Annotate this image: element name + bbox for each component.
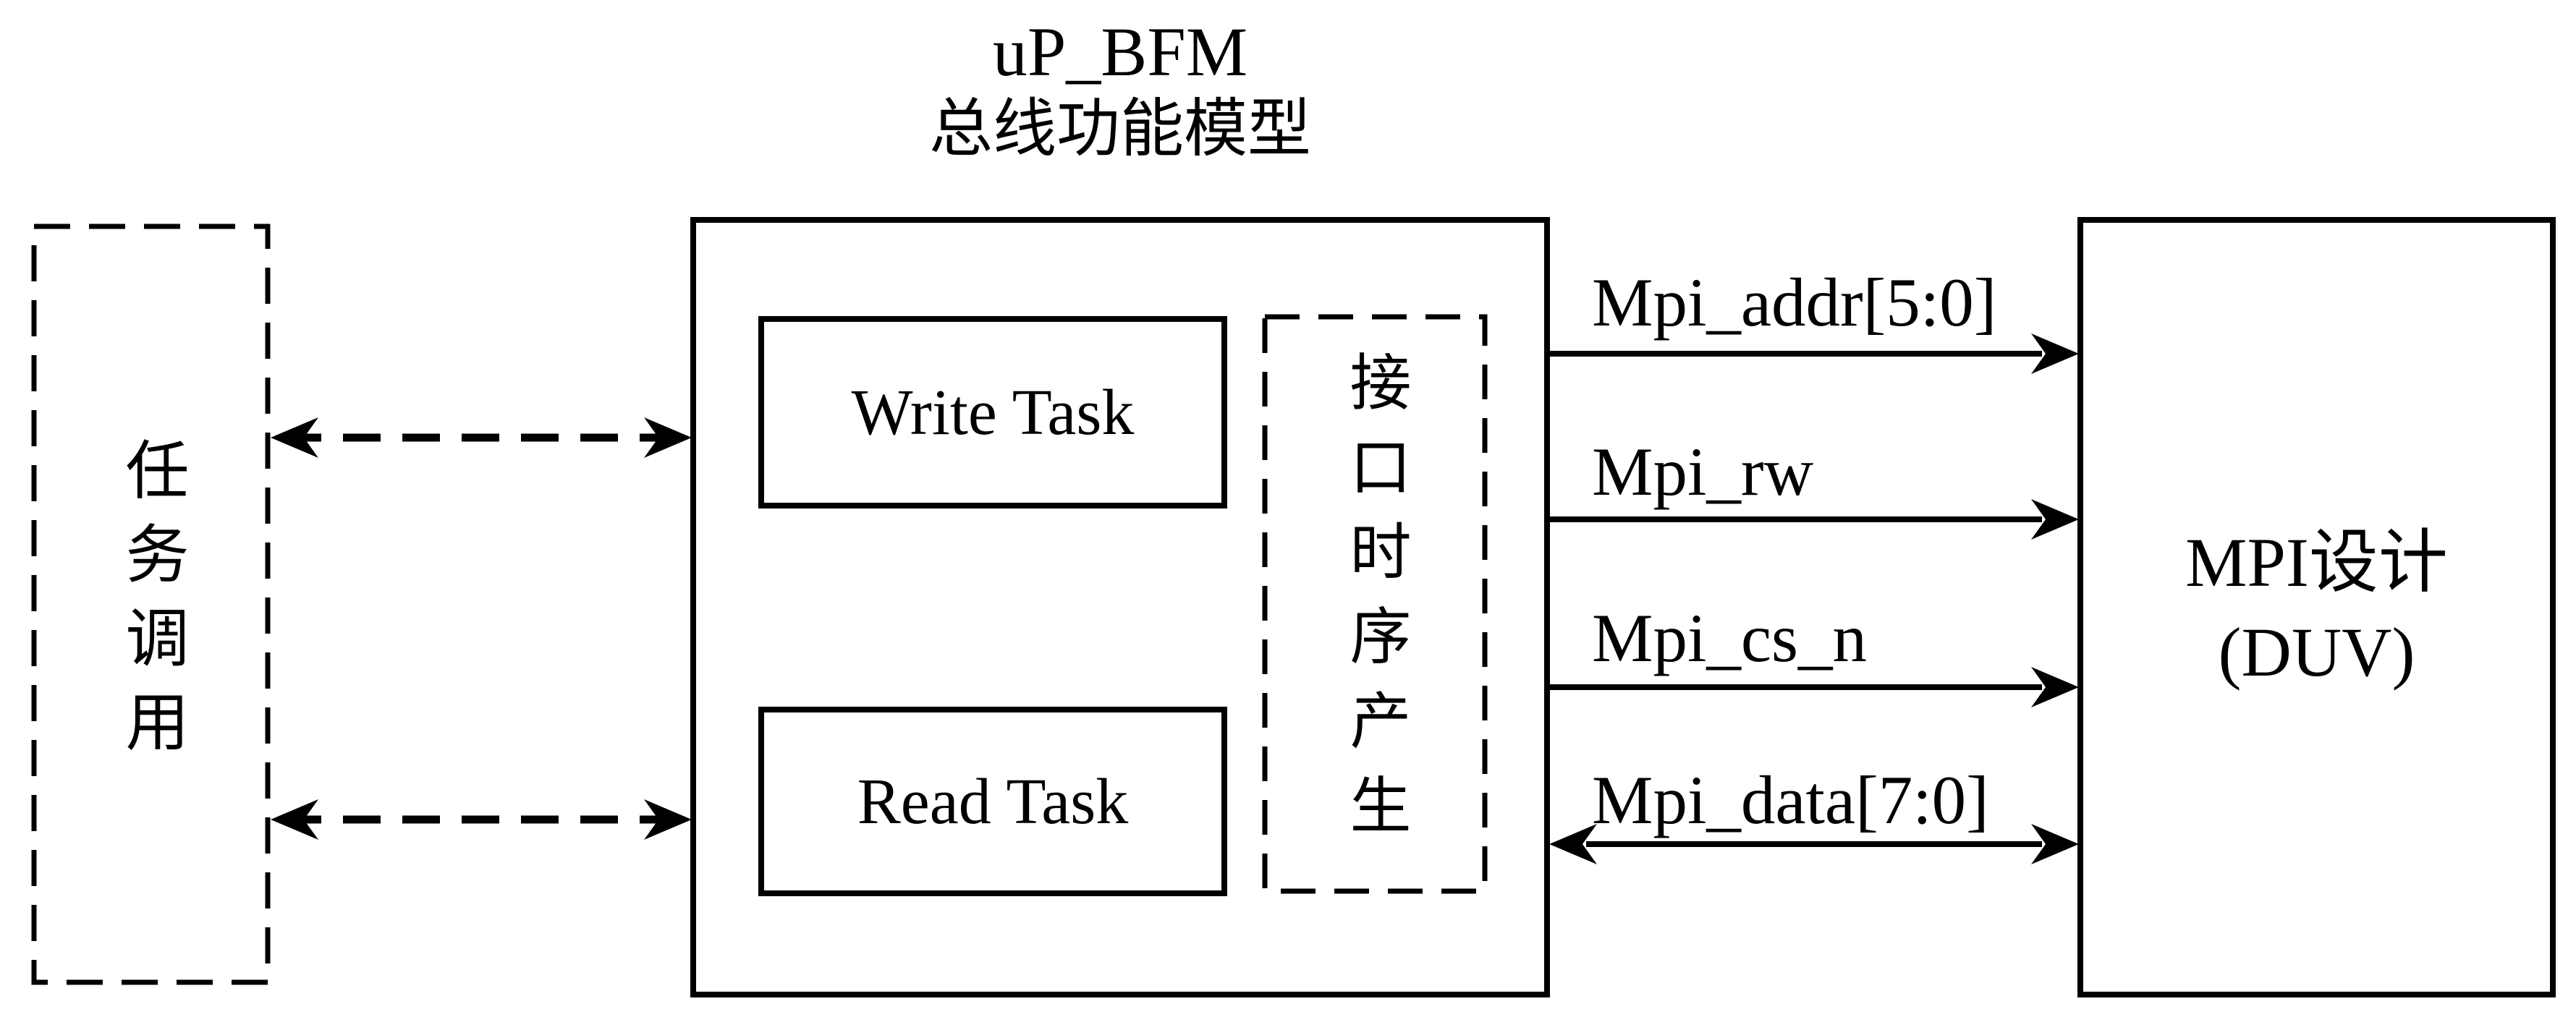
diagram-title: uP_BFM 总线功能模型 [693,12,1547,168]
signal-label-mpi-data: Mpi_data[7:0] [1592,762,1989,838]
task-call-box-outline [31,224,271,985]
diagram-title-line2: 总线功能模型 [928,95,1311,165]
signal-label-mpi-cs-n: Mpi_cs_n [1592,600,1867,676]
signal-wire-mpi-data [1549,824,2079,864]
write-task-label: Write Task [851,376,1135,448]
bfm-box-outline [690,217,1550,997]
arrowhead-right-icon [2031,667,2079,707]
signal-label-mpi-rw: Mpi_rw [1592,433,1814,510]
task-call-label: 任务调用 [116,436,186,773]
diagram-title-line1: uP_BFM [992,13,1248,90]
write-task-box-outline [758,316,1227,508]
arrowhead-right-icon [644,417,692,458]
arrowhead-right-icon [2031,824,2079,864]
signal-wire-mpi-rw [1550,499,2079,540]
arrowhead-right-icon [644,799,692,840]
arrowhead-left-icon [271,417,318,458]
arrowhead-right-icon [2031,499,2079,540]
arrowhead-left-icon [271,799,318,840]
arrowhead-left-icon [1549,824,1597,864]
task-connector-2 [271,799,692,840]
signal-wire-mpi-cs-n [1550,667,2079,707]
read-task-label: Read Task [857,765,1129,838]
signal-wire-mpi-addr [1550,333,2079,374]
arrowhead-right-icon [2031,333,2079,374]
duv-label-line1: MPI设计 [2185,523,2448,601]
duv-box-outline [2077,217,2556,997]
signal-label-mpi-addr: Mpi_addr[5:0] [1592,264,1997,341]
duv-label: MPI设计 (DUV) [2080,220,2553,995]
task-connector-1 [271,417,692,458]
timing-box-outline [1262,314,1488,894]
read-task-box-outline [758,707,1227,896]
duv-label-line2: (DUV) [2218,613,2415,691]
timing-label: 接口时序产生 [1340,350,1409,858]
